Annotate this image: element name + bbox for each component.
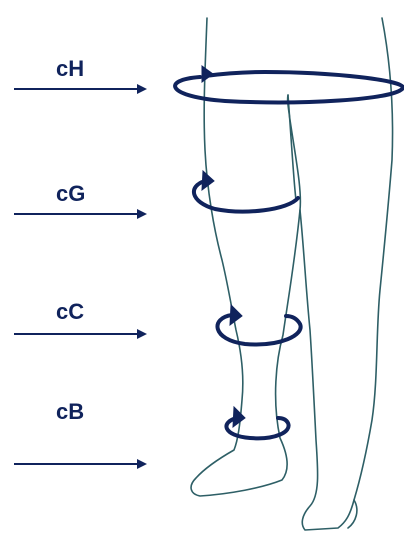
rotation-arrow-cg	[201, 169, 215, 192]
label-cc: cC	[56, 299, 85, 324]
rotation-arrow-cb	[232, 405, 246, 429]
pointer-arrows	[14, 84, 147, 469]
rotation-arrow-cc	[229, 303, 243, 327]
label-cb: cB	[56, 399, 85, 424]
ring-ch	[173, 69, 404, 105]
right-foot-contour	[347, 499, 358, 529]
label-ch: cH	[56, 56, 85, 81]
ring-cc	[215, 313, 303, 347]
leg-outline	[190, 17, 394, 531]
left-leg-inner-contour	[287, 94, 297, 201]
right-leg-contour	[299, 17, 394, 531]
ring-cg	[192, 179, 300, 214]
left-leg-outer-contour	[190, 17, 302, 497]
ring-cb	[224, 416, 291, 441]
label-cg: cG	[56, 181, 86, 206]
circumference-rings	[173, 65, 404, 441]
rotation-arrow-ch	[201, 65, 214, 83]
